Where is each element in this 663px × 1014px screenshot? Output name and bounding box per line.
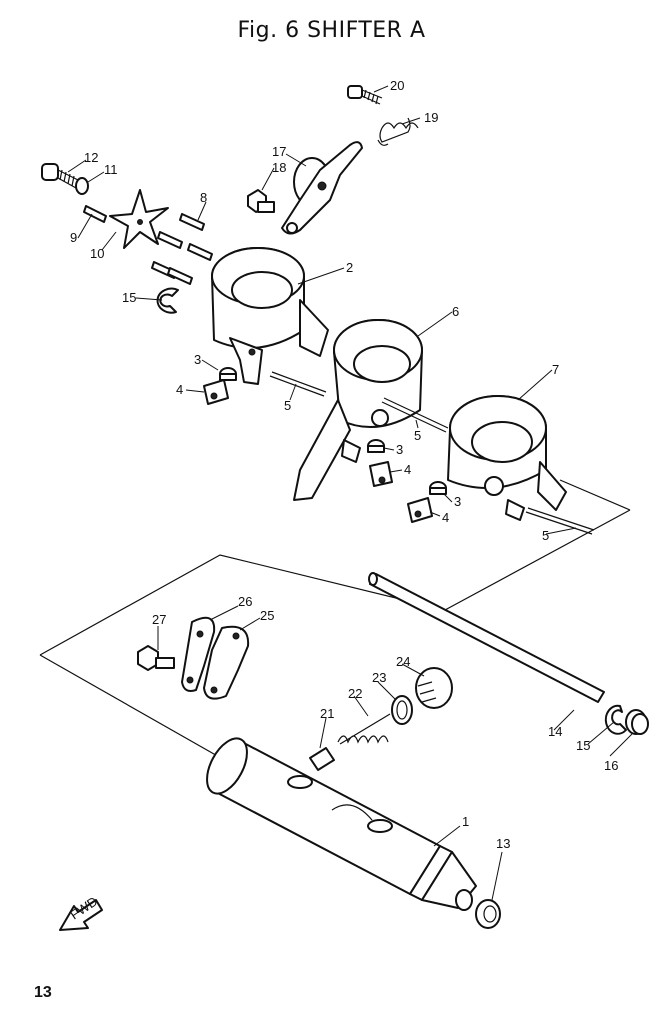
follower-cap-4a: [203, 379, 229, 405]
plate-25: [203, 625, 250, 700]
part-label: 25: [260, 608, 274, 623]
part-labels: 20 19 17 18 12 11 9 10 8 2 15 6 3 4 5 7 …: [70, 78, 618, 851]
guide-shaft-14: [368, 572, 605, 703]
follower-cap-4c: [407, 497, 433, 523]
shift-fork-6: [293, 319, 423, 501]
part-label: 3: [396, 442, 403, 457]
assembly-guide-lines: [39, 479, 631, 763]
part-label: 9: [70, 230, 77, 245]
follower-cap-4b: [369, 461, 393, 487]
part-label: 11: [104, 162, 118, 177]
part-label: 15: [576, 738, 590, 753]
follower-pin-3a: [219, 367, 237, 381]
circlip-15-bottom: [604, 704, 627, 735]
part-label: 4: [404, 462, 411, 477]
part-label: 16: [604, 758, 618, 773]
bolt-18: [247, 189, 275, 213]
washer-11: [75, 177, 89, 195]
cotter-pin-5c: [525, 507, 595, 535]
part-label: 12: [84, 150, 98, 165]
pin-9: [83, 205, 107, 223]
cotter-pin-5b: [381, 397, 449, 433]
pin-21: [309, 747, 335, 771]
plug-24: [415, 667, 453, 709]
part-label: 3: [454, 494, 461, 509]
circlip-15-top: [156, 287, 179, 314]
part-label: 5: [284, 398, 291, 413]
cotter-pin-5a: [269, 371, 327, 397]
cap-16: [625, 709, 649, 735]
shift-fork-7: [447, 395, 567, 521]
bolt-20: [347, 85, 383, 105]
part-label: 4: [176, 382, 183, 397]
star-plate-10: [109, 189, 169, 249]
part-label: 26: [238, 594, 252, 609]
part-label: 27: [152, 612, 166, 627]
page-number: 13: [34, 984, 52, 1001]
spring-19: [377, 117, 419, 146]
part-label: 20: [390, 78, 404, 93]
follower-pin-3c: [429, 481, 447, 495]
part-label: 2: [346, 260, 353, 275]
part-label: 15: [122, 290, 136, 305]
part-label: 17: [272, 144, 286, 159]
shift-arm-17: [281, 141, 363, 235]
part-label: 13: [496, 836, 510, 851]
part-label: 10: [90, 246, 104, 261]
part-label: 7: [552, 362, 559, 377]
follower-pin-3b: [367, 439, 385, 453]
part-label: 8: [200, 190, 207, 205]
bolt-12: [41, 163, 79, 189]
part-label: 22: [348, 686, 362, 701]
part-label: 23: [372, 670, 386, 685]
bolt-27: [137, 645, 175, 671]
part-label: 24: [396, 654, 410, 669]
part-label: 6: [452, 304, 459, 319]
part-label: 5: [542, 528, 549, 543]
washer-13: [475, 899, 501, 929]
part-label: 21: [320, 706, 334, 721]
part-label: 3: [194, 352, 201, 367]
o-ring-23: [391, 695, 413, 725]
leader-lines: [67, 85, 633, 901]
shift-fork-2: [211, 247, 329, 385]
part-label: 18: [272, 160, 286, 175]
part-label: 14: [548, 724, 562, 739]
part-label: 5: [414, 428, 421, 443]
stopper-plate-26: [181, 616, 216, 692]
shift-drum-1: [206, 737, 477, 911]
spring-22: [337, 713, 391, 745]
part-label: 19: [424, 110, 438, 125]
figure-title: Fig. 6 SHIFTER A: [237, 18, 426, 43]
part-label: 1: [462, 814, 469, 829]
fwd-arrow-icon: FWD: [59, 893, 103, 931]
pins-8: [151, 213, 213, 285]
part-label: 4: [442, 510, 449, 525]
